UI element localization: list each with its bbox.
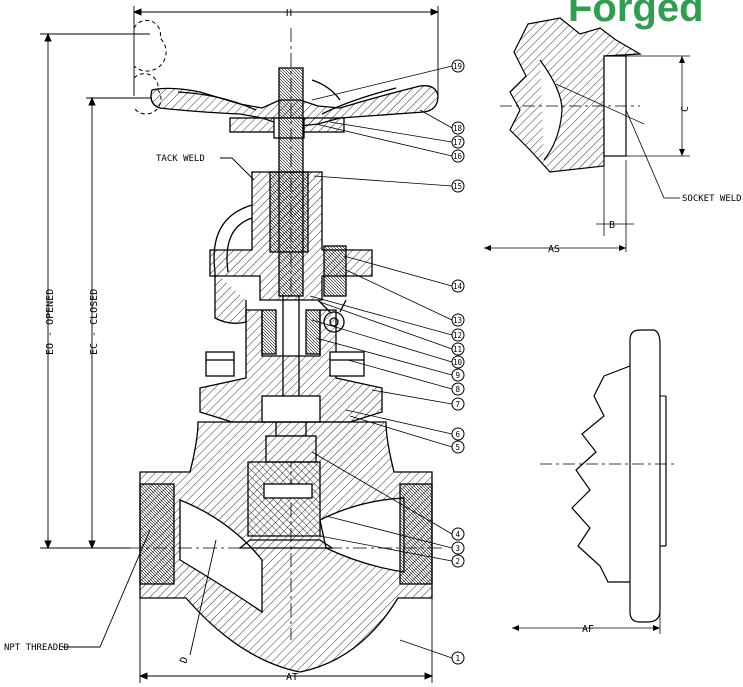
svg-text:12: 12 xyxy=(453,331,462,340)
callout-10: 10 xyxy=(451,355,465,369)
dim-as: AS xyxy=(548,244,560,255)
callout-19: 19 xyxy=(451,59,465,73)
callout-markers: 19 18 17 16 15 14 13 12 11 10 9 8 7 6 5 … xyxy=(451,59,465,665)
dim-c: C xyxy=(680,106,691,112)
dimension-lines xyxy=(40,6,440,683)
callout-9: 9 xyxy=(451,368,465,382)
dim-d: D xyxy=(178,656,190,665)
svg-text:10: 10 xyxy=(453,358,463,367)
valve-body xyxy=(128,421,444,673)
callout-3: 3 xyxy=(451,541,465,555)
svg-text:15: 15 xyxy=(453,182,462,191)
svg-text:1: 1 xyxy=(456,654,461,663)
yoke xyxy=(209,171,373,324)
svg-text:18: 18 xyxy=(453,124,463,133)
svg-text:6: 6 xyxy=(456,430,461,439)
dim-h: H xyxy=(286,8,292,19)
callout-2: 2 xyxy=(451,554,465,568)
svg-text:8: 8 xyxy=(456,385,461,394)
svg-text:17: 17 xyxy=(453,138,462,147)
callout-1: 1 xyxy=(451,651,465,665)
socket-weld-detail xyxy=(484,17,690,252)
dim-b: B xyxy=(609,220,615,231)
callout-leaders xyxy=(309,65,453,659)
svg-text:5: 5 xyxy=(456,443,461,452)
svg-text:3: 3 xyxy=(456,544,461,553)
flange-end-detail xyxy=(512,329,676,634)
callout-14: 14 xyxy=(451,279,465,293)
svg-text:9: 9 xyxy=(456,371,461,380)
svg-text:14: 14 xyxy=(453,282,463,291)
svg-text:16: 16 xyxy=(453,152,463,161)
callout-12: 12 xyxy=(451,328,465,342)
label-leaders xyxy=(62,157,255,648)
svg-text:2: 2 xyxy=(456,557,461,566)
page-title: Forged xyxy=(568,0,704,30)
svg-text:19: 19 xyxy=(453,62,462,71)
callout-18: 18 xyxy=(451,121,465,135)
callout-11: 11 xyxy=(451,342,465,356)
svg-text:7: 7 xyxy=(456,400,461,409)
callout-17: 17 xyxy=(451,135,465,149)
svg-text:4: 4 xyxy=(456,530,461,539)
label-socket-weld: SOCKET WELD xyxy=(682,194,742,204)
callout-15: 15 xyxy=(451,179,465,193)
callout-16: 16 xyxy=(451,149,465,163)
svg-text:13: 13 xyxy=(453,316,462,325)
svg-text:11: 11 xyxy=(453,345,462,354)
callout-4: 4 xyxy=(451,527,465,541)
label-tack-weld: TACK WELD xyxy=(156,154,205,164)
callout-6: 6 xyxy=(451,427,465,441)
dim-at: AT xyxy=(286,672,298,683)
dim-af: AF xyxy=(582,624,594,635)
callout-13: 13 xyxy=(451,313,465,327)
callout-7: 7 xyxy=(451,397,465,411)
valve-section xyxy=(128,19,444,673)
callout-8: 8 xyxy=(451,382,465,396)
callout-5: 5 xyxy=(451,440,465,454)
dim-eo: EO - OPENED xyxy=(45,289,56,355)
dim-ec: EC - CLOSED xyxy=(89,289,100,355)
label-npt-threaded: NPT THREADED xyxy=(4,643,69,653)
